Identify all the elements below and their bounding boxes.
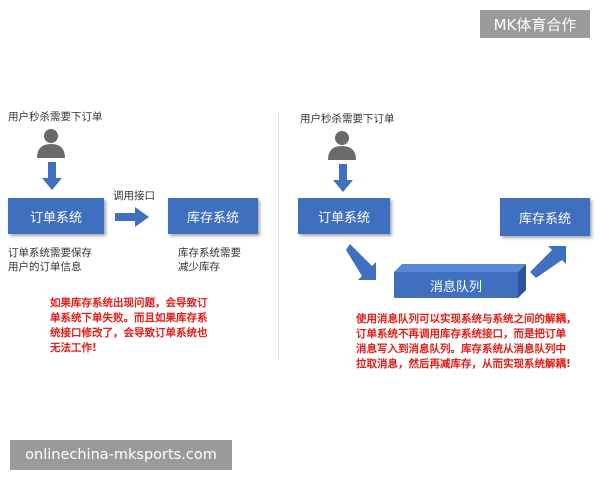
arrow-down-icon bbox=[42, 162, 62, 190]
watermark-bottom: onlinechina-mksports.com bbox=[10, 440, 232, 470]
left-note-line-3: 统接口修改了，会导致订单系统也 bbox=[50, 327, 208, 339]
left-user-label: 用户秒杀需要下订单 bbox=[8, 111, 103, 123]
center-divider bbox=[278, 112, 279, 360]
stock-system-desc-2: 减少库存 bbox=[178, 261, 220, 273]
left-order-system-box: 订单系统 bbox=[8, 198, 104, 234]
right-order-system-box: 订单系统 bbox=[298, 198, 390, 234]
user-icon bbox=[328, 131, 356, 160]
right-user-label: 用户秒杀需要下订单 bbox=[300, 113, 395, 125]
message-queue-depth bbox=[394, 264, 526, 298]
left-note-line-4: 无法工作! bbox=[50, 342, 97, 354]
arrow-up-right-icon bbox=[530, 246, 566, 278]
right-stock-system-box: 库存系统 bbox=[500, 198, 590, 236]
left-note-line-1: 如果库存系统出现问题，会导致订 bbox=[50, 297, 208, 309]
order-system-desc-1: 订单系统需要保存 bbox=[8, 247, 92, 259]
right-note-line-3: 消息写入到消息队列。库存系统从消息队列中 bbox=[356, 343, 566, 355]
arrow-down-icon bbox=[333, 164, 353, 192]
right-note-line-2: 订单系统不再调用库存系统接口，而是把订单 bbox=[356, 328, 566, 340]
arrow-right-icon bbox=[115, 207, 149, 227]
user-icon bbox=[37, 129, 65, 158]
call-interface-label: 调用接口 bbox=[113, 190, 155, 202]
watermark-top: MK体育合作 bbox=[480, 10, 590, 38]
right-note-line-4: 拉取消息，然后再减库存，从而实现系统解耦! bbox=[356, 358, 571, 370]
message-queue-box: 消息队列 bbox=[394, 272, 518, 298]
left-stock-system-box: 库存系统 bbox=[168, 198, 258, 234]
order-system-desc-2: 用户的订单信息 bbox=[8, 261, 82, 273]
stock-system-desc-1: 库存系统需要 bbox=[178, 247, 241, 259]
arrow-down-right-icon bbox=[346, 244, 376, 280]
right-note-line-1: 使用消息队列可以实现系统与系统之间的解耦， bbox=[356, 313, 577, 325]
left-note-line-2: 单系统下单失败。而且如果库存系 bbox=[50, 312, 208, 324]
